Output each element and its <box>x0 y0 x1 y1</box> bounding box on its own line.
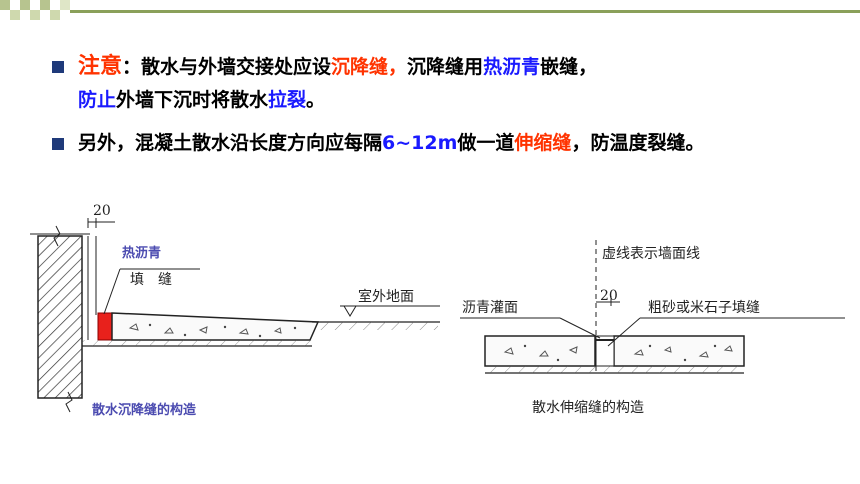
apron-slab-left <box>484 335 596 367</box>
highlight: 热沥青 <box>483 56 541 78</box>
highlight: 防止 <box>78 89 117 111</box>
dimension-label: 20 <box>93 203 111 219</box>
leader-line <box>559 317 601 339</box>
note-label: 注意 <box>78 54 123 79</box>
bullet-list: 注意：散水与外墙交接处应设沉降缝，沉降缝用热沥青嵌缝， 防止外墙下沉时将散水拉裂。… <box>52 50 842 160</box>
highlight: 伸缩缝 <box>514 132 572 154</box>
bullet-square-icon <box>52 138 64 150</box>
bullet-square-icon <box>52 61 64 73</box>
hot-asphalt-fill <box>97 312 113 341</box>
text: 嵌缝， <box>540 56 598 78</box>
text: 沉降缝用 <box>407 56 484 78</box>
apron-slab <box>111 312 320 341</box>
dashed-line-note: 虚线表示墙面线 <box>602 246 700 262</box>
dimension-label: 20 <box>600 288 618 304</box>
text: ：散水与外墙交接处应设 <box>122 56 332 78</box>
settlement-joint-caption: 散水沉降缝的构造 <box>92 402 197 418</box>
settlement-joint-diagram: 20 室外地面 热沥青 填 缝 散水沉降缝的构造 <box>30 203 440 418</box>
bullet-expansion-joint: 另外，混凝土散水沿长度方向应每隔6~12m做一道伸缩缝，防温度裂缝。 <box>52 127 842 160</box>
text: 。 <box>306 89 326 111</box>
wall <box>37 235 83 399</box>
text: 外墙下沉时将散水 <box>116 89 269 111</box>
text: ，防温度裂缝。 <box>571 132 705 154</box>
corner-pattern <box>0 0 70 20</box>
sand-fill-label: 粗砂或米石子填缝 <box>648 300 760 316</box>
highlight: 沉降缝， <box>331 56 408 78</box>
expansion-joint-diagram: 虚线表示墙面线 20 沥青灌面 粗砂或米石子填缝 散水伸缩缝的构造 <box>460 240 845 416</box>
asphalt-top-label: 沥青灌面 <box>462 300 518 316</box>
text: 做一道 <box>457 132 515 154</box>
text: 另外，混凝土散水沿长度方向应每隔 <box>78 132 383 154</box>
highlight: 拉裂 <box>268 89 307 111</box>
apron-slab-right <box>613 335 745 367</box>
highlight: 6~12m <box>382 132 458 154</box>
bullet-settlement-joint: 注意：散水与外墙交接处应设沉降缝，沉降缝用热沥青嵌缝， 防止外墙下沉时将散水拉裂。 <box>52 50 842 117</box>
top-accent-bar <box>70 10 860 13</box>
leader-line <box>607 317 641 347</box>
hot-asphalt-label: 热沥青 <box>122 245 161 261</box>
outdoor-ground-label: 室外地面 <box>358 288 414 305</box>
level-marker-icon <box>343 305 357 317</box>
expansion-joint-caption: 散水伸缩缝的构造 <box>532 400 644 416</box>
leader-line <box>103 268 121 315</box>
fill-joint-label: 填 缝 <box>130 272 172 288</box>
